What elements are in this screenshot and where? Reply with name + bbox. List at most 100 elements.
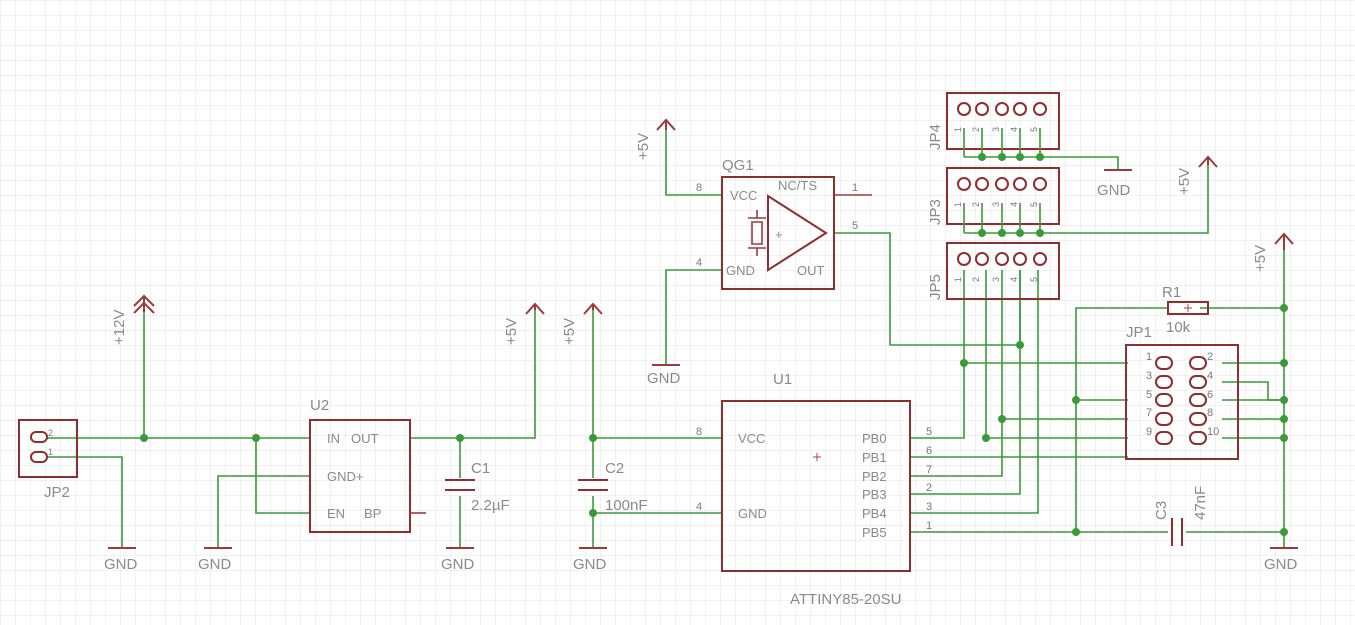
svg-text:9: 9 [1146, 426, 1152, 438]
svg-text:2.2µF: 2.2µF [471, 497, 510, 514]
svg-text:2: 2 [971, 127, 981, 132]
svg-text:7: 7 [1146, 407, 1152, 419]
svg-text:+5V: +5V [561, 318, 578, 345]
svg-text:1: 1 [926, 520, 932, 532]
gnd-qg1: GND [647, 364, 681, 387]
svg-text:4: 4 [696, 257, 702, 269]
svg-text:+5V: +5V [635, 133, 652, 160]
svg-text:5: 5 [1146, 389, 1152, 401]
supply-5v-jp1: +5V [1252, 232, 1294, 272]
svg-text:JP5: JP5 [927, 274, 944, 300]
svg-text:+: + [775, 227, 783, 242]
svg-text:4: 4 [1009, 277, 1019, 282]
svg-text:5: 5 [1029, 202, 1039, 207]
svg-text:2: 2 [926, 482, 932, 494]
svg-text:+5V: +5V [1176, 168, 1193, 195]
svg-text:EN: EN [327, 506, 345, 521]
svg-text:VCC: VCC [738, 431, 765, 446]
svg-text:GND: GND [573, 556, 607, 573]
svg-text:OUT: OUT [797, 263, 825, 278]
svg-text:3: 3 [991, 202, 1001, 207]
header-jp1[interactable]: JP1 1 3 5 7 9 2 4 6 8 10 [1125, 324, 1239, 460]
svg-text:PB4: PB4 [862, 506, 887, 521]
svg-text:C3: C3 [1153, 501, 1170, 520]
header-jp5[interactable]: JP5 1 2 3 4 5 [927, 242, 1060, 300]
svg-text:8: 8 [696, 426, 702, 438]
svg-text:5: 5 [1029, 127, 1039, 132]
svg-text:U1: U1 [773, 371, 792, 388]
svg-text:C1: C1 [471, 460, 490, 477]
svg-text:GND: GND [104, 556, 138, 573]
header-jp3[interactable]: JP3 1 2 3 4 5 [927, 167, 1060, 233]
supply-5v-jp3: +5V [1176, 155, 1218, 195]
gnd-c3: GND [1264, 547, 1298, 573]
gnd-c2: GND [573, 547, 607, 573]
svg-text:PB5: PB5 [862, 525, 887, 540]
svg-text:5: 5 [1029, 277, 1039, 282]
svg-text:+5V: +5V [503, 318, 520, 345]
svg-text:GND: GND [647, 370, 681, 387]
svg-text:2: 2 [1207, 351, 1213, 363]
svg-text:C2: C2 [605, 460, 624, 477]
supply-5v-regulator: +5V [503, 302, 545, 345]
svg-text:5: 5 [926, 426, 932, 438]
capacitor-c1[interactable]: C1 2.2µF [445, 460, 510, 514]
supply-5v-qg1: +5V [635, 118, 676, 160]
svg-text:PB2: PB2 [862, 469, 887, 484]
svg-text:PB1: PB1 [862, 450, 887, 465]
svg-text:GND: GND [1264, 556, 1298, 573]
svg-text:QG1: QG1 [722, 157, 754, 174]
svg-text:JP1: JP1 [1126, 324, 1152, 341]
oscillator-qg1[interactable]: QG1 + VCC 8 NC/TS 1 GND 4 OUT 5 [696, 157, 872, 290]
svg-text:1: 1 [953, 277, 963, 282]
supply-5v-mcu: +5V [561, 302, 603, 345]
svg-text:GND: GND [441, 556, 475, 573]
svg-text:+12V: +12V [111, 310, 128, 345]
svg-text:3: 3 [1146, 370, 1152, 382]
supply-12v: +12V [111, 294, 155, 345]
gnd-jp2: GND [104, 547, 138, 573]
svg-text:6: 6 [1207, 389, 1213, 401]
svg-text:4: 4 [1009, 202, 1019, 207]
svg-text:JP3: JP3 [927, 199, 944, 225]
header-jp4[interactable]: JP4 1 2 3 4 5 [927, 92, 1060, 157]
svg-text:4: 4 [1207, 370, 1213, 382]
svg-text:ATTINY85-20SU: ATTINY85-20SU [790, 591, 901, 608]
svg-text:BP: BP [364, 506, 381, 521]
svg-text:1: 1 [852, 182, 858, 194]
svg-text:3: 3 [926, 501, 932, 513]
svg-text:2: 2 [48, 428, 53, 438]
svg-text:GND: GND [738, 506, 767, 521]
svg-text:1: 1 [48, 447, 53, 457]
svg-text:8: 8 [1207, 407, 1213, 419]
svg-text:47nF: 47nF [1192, 486, 1209, 520]
svg-text:GND: GND [1097, 182, 1131, 199]
svg-text:1: 1 [953, 202, 963, 207]
svg-text:2: 2 [971, 202, 981, 207]
microcontroller-u1[interactable]: U1 ATTINY85-20SU VCC 8 GND 4 PB0 5 PB1 6… [696, 371, 932, 608]
svg-text:U2: U2 [310, 397, 329, 414]
svg-text:1: 1 [953, 127, 963, 132]
svg-text:100nF: 100nF [605, 497, 648, 514]
gnd-c1: GND [441, 547, 475, 573]
svg-text:5: 5 [852, 220, 858, 232]
gnd-u2: GND [198, 547, 232, 573]
regulator-u2[interactable]: U2 IN OUT GND+ EN BP [309, 397, 426, 533]
resistor-r1[interactable]: R1 10k [1162, 284, 1209, 336]
svg-text:6: 6 [926, 445, 932, 457]
svg-text:PB3: PB3 [862, 487, 887, 502]
connector-jp2[interactable]: 2 1 JP2 [18, 419, 78, 501]
svg-text:VCC: VCC [730, 188, 757, 203]
svg-text:3: 3 [991, 277, 1001, 282]
svg-text:JP4: JP4 [927, 124, 944, 150]
svg-text:R1: R1 [1162, 284, 1181, 301]
capacitor-c3[interactable]: C3 47nF [1153, 486, 1209, 546]
svg-text:PB0: PB0 [862, 431, 887, 446]
svg-text:GND+: GND+ [327, 469, 363, 484]
svg-text:10: 10 [1207, 426, 1219, 438]
svg-text:8: 8 [696, 182, 702, 194]
capacitor-c2[interactable]: C2 100nF [578, 460, 648, 514]
svg-text:4: 4 [696, 501, 702, 513]
